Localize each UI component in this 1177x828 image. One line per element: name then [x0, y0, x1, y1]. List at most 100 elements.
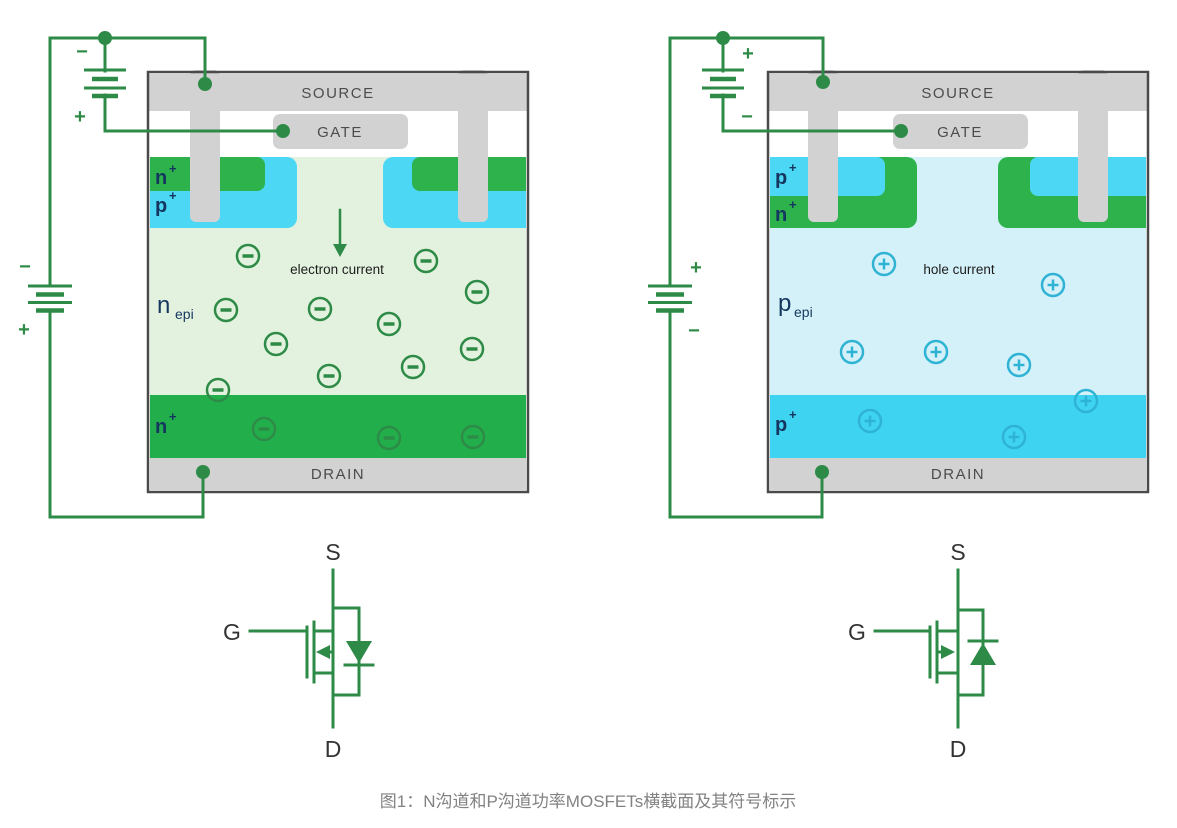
die-outline — [766, 70, 1150, 494]
gate-electrode — [893, 114, 1028, 149]
n-plus-substrate-label: n — [155, 416, 167, 438]
electron-icon — [235, 243, 261, 269]
drain-terminal-letter: D — [950, 736, 967, 762]
hole-icon — [871, 251, 897, 277]
source-terminal-letter: S — [325, 539, 340, 565]
channel-arrow-inward — [316, 645, 330, 659]
wire — [48, 308, 205, 519]
p-plus-sup: + — [169, 188, 177, 203]
electron-icon — [316, 363, 342, 389]
source-node-dot — [198, 77, 212, 91]
electron-icon — [400, 354, 426, 380]
gate-label: GATE — [937, 124, 983, 141]
gate-battery-bottom-polarity: + — [74, 106, 86, 128]
supply-battery-icon — [28, 284, 72, 313]
source-node-dot — [816, 75, 830, 89]
n-plus-substrate-sup: + — [169, 409, 177, 424]
hole-icons — [839, 251, 1099, 450]
hole-icon — [1040, 272, 1066, 298]
supply-battery-icon — [648, 284, 692, 313]
gate-battery-top-polarity: + — [742, 43, 754, 65]
n-epi-label: n — [157, 292, 170, 319]
drain-contact-bar — [770, 458, 1146, 490]
hole-icon — [857, 408, 883, 434]
electron-icon — [464, 279, 490, 305]
supply-battery-bottom-polarity: − — [688, 320, 700, 342]
electron-icon — [376, 425, 402, 451]
gate-battery-top-polarity: − — [76, 41, 88, 63]
p-channel-mosfet-symbol: S G D — [848, 539, 999, 762]
channel-arrow-outward — [941, 645, 955, 659]
gate-battery-icon — [702, 68, 744, 99]
n-plus-sup: + — [789, 197, 797, 212]
source-label: SOURCE — [921, 85, 994, 102]
hole-icon — [839, 339, 865, 365]
hole-icon — [1001, 424, 1027, 450]
p-epi-label: p — [778, 290, 791, 317]
wire — [668, 36, 825, 288]
n-epi-sub: epi — [175, 306, 194, 322]
die-outline — [146, 70, 530, 494]
n-plus-label: n — [775, 204, 787, 226]
hole-current-label: hole current — [923, 262, 995, 277]
p-plus-substrate-label: p — [775, 414, 787, 436]
n-channel-cross-section: SOURCE GATE DRAIN n + p + n epi n + elec… — [18, 31, 530, 519]
gate-electrode — [273, 114, 408, 149]
gate-battery-bottom-polarity: − — [741, 106, 753, 128]
source-terminal-letter: S — [950, 539, 965, 565]
drain-terminal-letter: D — [325, 736, 342, 762]
p-channel-cross-section: SOURCE GATE DRAIN p + n + p epi p + hole… — [648, 31, 1150, 519]
n-channel-mosfet-symbol: S G D — [223, 539, 375, 762]
electron-icon — [205, 377, 231, 403]
gate-terminal-letter: G — [848, 619, 866, 645]
p-plus-substrate — [770, 395, 1146, 458]
n-plus-sup: + — [169, 161, 177, 176]
node-dot — [716, 31, 730, 45]
p-plus-sup: + — [789, 160, 797, 175]
drain-node-dot — [815, 465, 829, 479]
gate-terminal-letter: G — [223, 619, 241, 645]
gate-node-dot — [894, 124, 908, 138]
p-epi-sub: epi — [794, 304, 813, 320]
electron-icon — [307, 296, 333, 322]
p-plus-label: p — [155, 195, 167, 217]
drain-node-dot — [196, 465, 210, 479]
node-dot — [98, 31, 112, 45]
gate-node-dot — [276, 124, 290, 138]
electron-icons — [205, 243, 490, 451]
supply-battery-top-polarity: + — [690, 257, 702, 279]
gate-battery-icon — [84, 68, 126, 99]
body-diode-icon — [343, 641, 375, 667]
electron-icon — [213, 297, 239, 323]
hole-icon — [1006, 352, 1032, 378]
wire — [48, 36, 207, 288]
n-plus-substrate — [150, 395, 526, 458]
supply-battery-bottom-polarity: + — [18, 319, 30, 341]
drain-contact-bar — [150, 458, 526, 490]
figure-caption: 图1：N沟道和P沟道功率MOSFETs横截面及其符号标示 — [380, 792, 797, 811]
gate-label: GATE — [317, 124, 363, 141]
wire — [668, 308, 824, 519]
electron-icon — [263, 331, 289, 357]
p-plus-substrate-sup: + — [789, 407, 797, 422]
hole-icon — [1073, 388, 1099, 414]
wire — [721, 93, 903, 133]
electron-icon — [376, 311, 402, 337]
n-plus-label: n — [155, 167, 167, 189]
supply-battery-top-polarity: − — [19, 256, 31, 278]
source-label: SOURCE — [301, 85, 374, 102]
electron-icon — [460, 424, 486, 450]
source-contact-bar — [769, 74, 1147, 111]
electron-icon — [413, 248, 439, 274]
source-contact-bar — [149, 74, 527, 111]
electron-current-label: electron current — [290, 262, 384, 277]
body-diode-icon — [967, 639, 999, 665]
hole-icon — [923, 339, 949, 365]
drain-label: DRAIN — [931, 466, 985, 483]
electron-icon — [459, 336, 485, 362]
wire — [103, 93, 285, 133]
electron-icon — [251, 416, 277, 442]
drain-label: DRAIN — [311, 466, 365, 483]
